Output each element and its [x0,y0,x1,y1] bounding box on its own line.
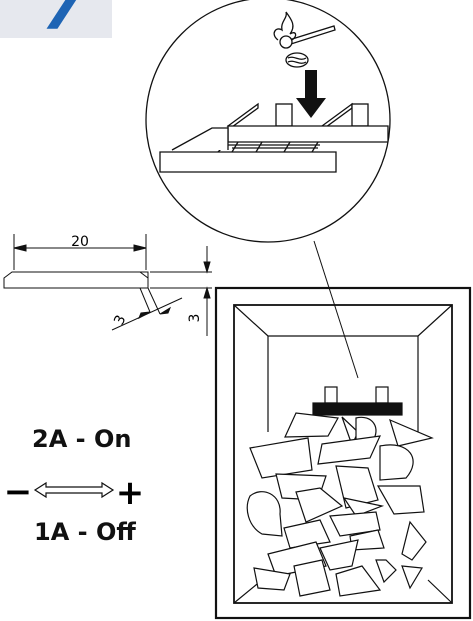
damper-off-label: 1A - Off [34,518,136,546]
minus-symbol: − [4,472,33,512]
firebox [214,286,472,620]
kindling-top-layer [217,102,389,153]
down-arrow-icon [296,70,326,118]
height-label: 3 [187,314,203,323]
logs-pile [246,412,434,597]
magnified-detail-circle [145,0,391,243]
double-arrow-icon [33,481,115,499]
step-tab: 7 [0,0,112,38]
leader-line [313,240,359,379]
step-number: 7 [42,0,83,43]
damper-on-label: 2A - On [32,425,132,453]
plus-symbol: + [116,473,145,513]
kindling-dimension-drawing [3,234,212,336]
firebox-outer-frame [214,286,472,620]
kindling-in-firebox [312,386,403,416]
width-label: 3 [111,313,129,328]
length-label: 20 [71,234,89,250]
match-icon [273,11,336,49]
firelighter-icon [285,52,309,68]
kindling-bottom-layer [159,127,337,173]
firebox-inner-frame [233,304,453,604]
